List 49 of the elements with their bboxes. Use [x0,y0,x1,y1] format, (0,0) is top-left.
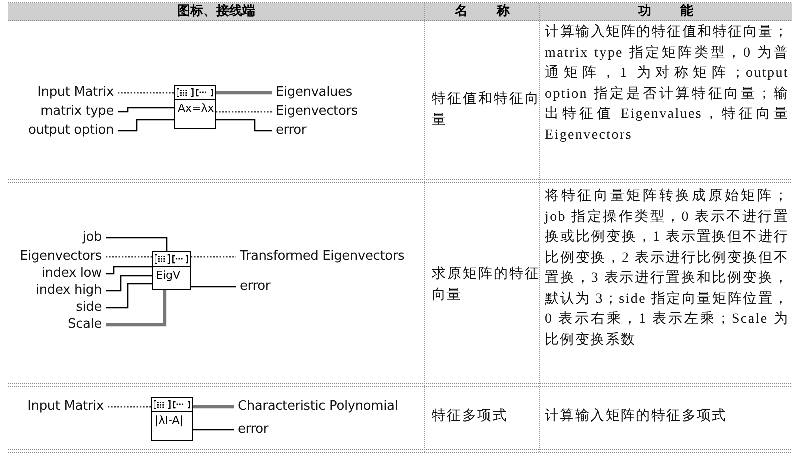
terminal-label: index low [42,266,102,282]
terminal-label: Transformed Eigenvectors [240,249,405,265]
terminal-label: Input Matrix [28,399,104,415]
wire [106,237,168,251]
terminal-label: Scale [68,317,102,333]
wire [216,111,272,113]
description-text: 计算输入矩阵的特征多项式 [545,408,728,426]
function-block [152,251,191,290]
column-header: 图标、接线端 [176,4,256,20]
terminal-label: Eigenvectors [276,104,358,120]
column-header: 功能 [637,4,723,20]
terminal-label: index high [36,283,102,299]
name-cell-text: 特征值和特征向量 [432,90,540,130]
name-cell-text: 求原矩阵的特征向量 [432,266,540,304]
wire [106,290,167,327]
terminal-label: matrix type [40,104,114,120]
wire [118,92,174,94]
wire [106,266,152,275]
wire [108,406,151,408]
terminal-label: Characteristic Polynomial [238,399,398,415]
wire [106,275,152,292]
wire [118,107,174,113]
block-label: Ax=λx [178,102,214,115]
wire [106,283,152,309]
block-label: EigV [156,269,181,282]
terminal-label: output option [28,123,114,139]
description-text: 计算输入矩阵的特征值和特征向量；matrix type 指定矩阵类型，0 为普通矩阵，1 为对称矩阵；output option 指定是否计算特征向量；输出特征值 Eigenvalues，特征向量 Eigenvectors [545,24,789,144]
terminal-label: Eigenvectors [20,249,102,265]
wire [193,429,234,431]
wire [216,119,272,132]
wire [106,256,152,258]
wire [118,119,174,132]
terminal-label: error [238,422,268,438]
terminal-label: error [240,279,270,295]
wire [193,405,234,409]
terminal-label: error [276,123,306,139]
terminal-label: job [82,230,102,246]
terminal-label: side [76,300,102,316]
wire [191,286,236,288]
column-header: 名称 [454,4,540,20]
terminal-label: Input Matrix [38,85,114,101]
terminal-label: Eigenvalues [276,85,352,101]
function-block [174,85,216,129]
wire [216,91,272,95]
description-text: 将特征向量矩阵转换成原始矩阵；job 指定操作类型，0 表示不进行置换或比例变换，1 表示置换但不进行比例变换，2 表示进行比例变换但不置换，3 表示进行置换和比例变换，默认为 3；side 指定向量矩阵位置，0 表示右乘，1 表示左乘；Scale 为比例变换系数 [545,188,789,350]
function-block [151,397,193,441]
wire [191,256,236,258]
name-cell-text: 特征多项式 [432,408,509,426]
block-label: |λI-A| [155,414,184,427]
